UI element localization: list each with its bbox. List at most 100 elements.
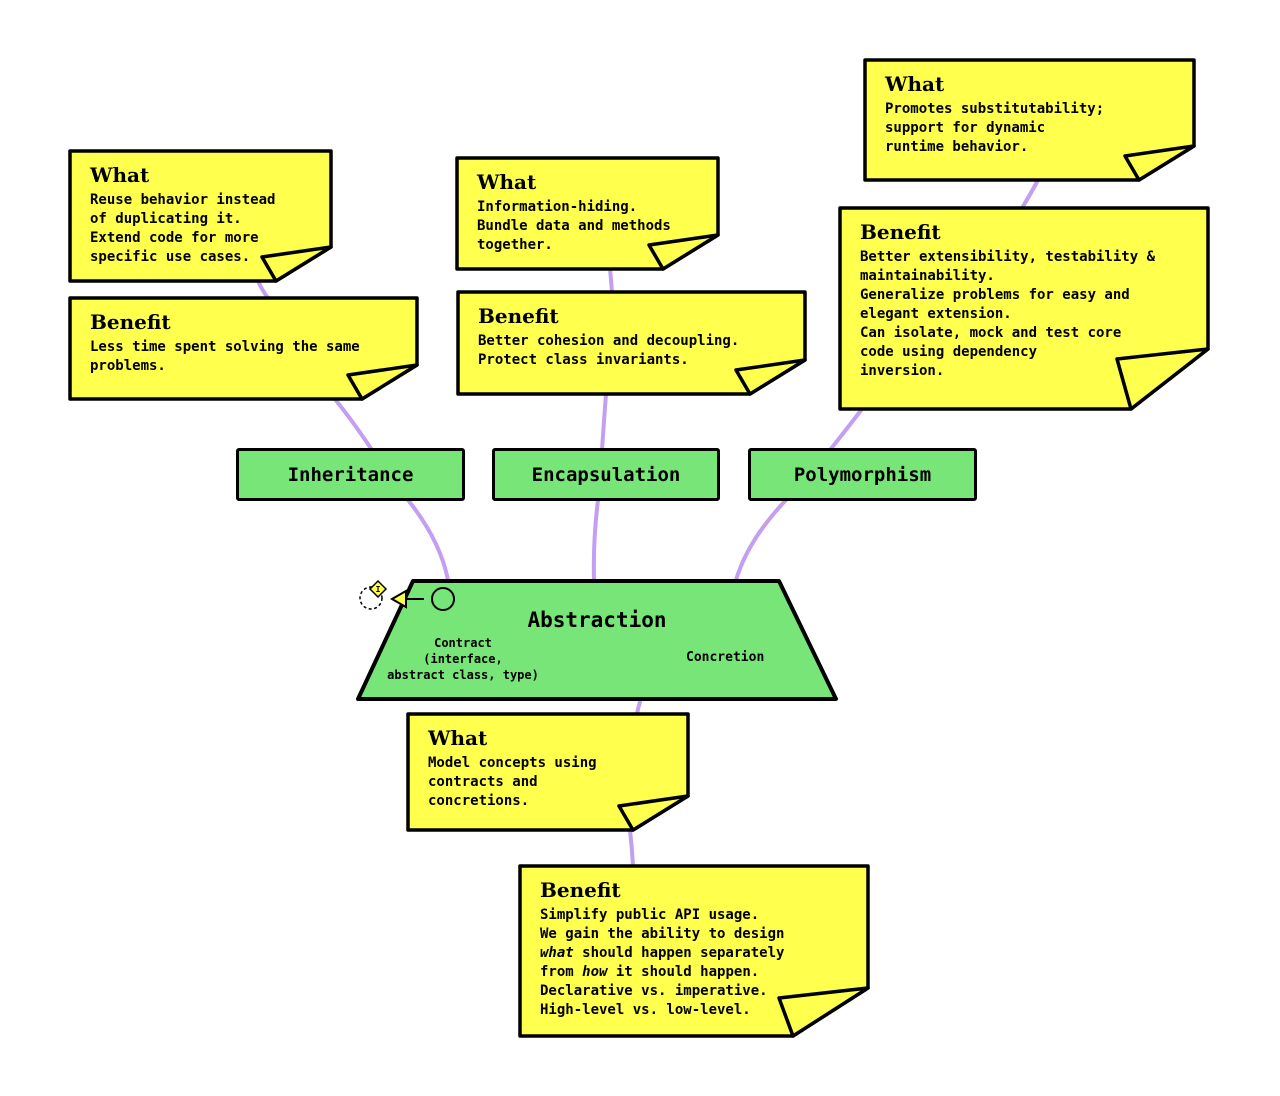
sticky-note-shape <box>68 296 419 401</box>
note-line: Generalize problems for easy and <box>860 287 1130 303</box>
emphasized-text: how <box>582 964 608 980</box>
note-line: code using dependency <box>860 344 1038 360</box>
sticky-note-fold <box>346 363 419 401</box>
text-segment: from <box>540 964 583 980</box>
emphasized-text: what <box>540 945 574 961</box>
text-segment: should happen separately <box>573 945 785 961</box>
sticky-note-fold <box>734 358 807 396</box>
sticky-note-shape <box>838 206 1210 411</box>
polymorphism-label: Polymorphism <box>793 463 932 486</box>
note-line: Better cohesion and decoupling. <box>478 333 740 349</box>
note-heading: What <box>477 170 537 194</box>
note-line: what should happen separately <box>540 944 851 963</box>
text-segment: Simplify public API usage. <box>540 907 760 923</box>
sticky-note-fold <box>647 233 720 271</box>
note-line: of duplicating it. <box>90 211 242 227</box>
sticky-note-shape <box>863 58 1196 182</box>
connector-encapsulation-abstraction <box>591 498 600 582</box>
note-heading: Benefit <box>540 878 621 902</box>
contract-label-line: (interface, <box>423 652 503 666</box>
connector-encapsulation-what <box>608 266 614 294</box>
connector-encapsulation-benefit <box>600 392 608 452</box>
abstraction-trapezoid <box>356 579 838 701</box>
contract-label-line: abstract class, type) <box>387 668 539 682</box>
solid-circle-icon <box>431 587 455 611</box>
abstraction-title: Abstraction <box>527 608 667 632</box>
note-line: Information-hiding. <box>477 199 638 215</box>
encapsulation-label: Encapsulation <box>531 463 681 486</box>
note-line: Can isolate, mock and test core <box>860 325 1122 341</box>
sticky-note-fold <box>260 245 333 283</box>
note-heading: What <box>885 72 945 96</box>
note-line: Better extensibility, testability & <box>860 249 1156 265</box>
abstraction-node: Abstraction Contract (interface, abstrac… <box>355 578 839 704</box>
note-heading: What <box>428 726 488 750</box>
sticky-note-shape <box>68 149 333 283</box>
note-line: concretions. <box>428 793 530 809</box>
connector-inheritance-abstraction <box>406 498 450 582</box>
connector-abstraction-benefit <box>628 828 635 868</box>
note-line: Protect class invariants. <box>478 352 689 368</box>
connector-polymorphism-benefit <box>828 407 864 452</box>
polymorphism-node: Polymorphism <box>748 448 977 501</box>
note-heading: Benefit <box>860 220 941 244</box>
text-segment: it should happen. <box>607 964 760 980</box>
note-line: We gain the ability to design <box>540 925 851 944</box>
text-segment: Declarative vs. imperative. <box>540 983 768 999</box>
note-line: maintainability. <box>860 268 995 284</box>
inheritance-label: Inheritance <box>287 463 414 486</box>
note-line: together. <box>477 237 553 253</box>
interface-diamond-icon: I <box>368 579 388 599</box>
note-line: inversion. <box>860 363 945 379</box>
note-line: specific use cases. <box>90 249 251 265</box>
note-line: elegant extension. <box>860 306 1012 322</box>
note-line: Extend code for more <box>90 230 259 246</box>
svg-text:I: I <box>376 585 381 594</box>
note-line: problems. <box>90 358 166 374</box>
text-segment: High-level vs. low-level. <box>540 1002 751 1018</box>
contract-label-line: Contract <box>434 636 492 650</box>
note-heading: What <box>90 163 150 187</box>
sticky-note-fold <box>1115 347 1210 411</box>
note-line: Declarative vs. imperative. <box>540 982 851 1001</box>
note-line: contracts and <box>428 774 538 790</box>
inheritance-node: Inheritance <box>236 448 465 501</box>
note-heading: Benefit <box>478 304 559 328</box>
sticky-note-fold <box>1123 144 1196 182</box>
sticky-note-shape <box>518 864 870 1038</box>
text-segment: We gain the ability to design <box>540 926 785 942</box>
sticky-note-shape <box>455 156 720 271</box>
note-line: Reuse behavior instead <box>90 192 276 208</box>
connector-polymorphism-abstraction <box>734 498 788 582</box>
note-line: from how it should happen. <box>540 963 851 982</box>
sticky-note-fold <box>777 986 870 1038</box>
note-line: support for dynamic <box>885 120 1046 136</box>
note-heading: Benefit <box>90 310 171 334</box>
encapsulation-node: Encapsulation <box>492 448 720 501</box>
note-line: Model concepts using <box>428 755 597 771</box>
arrow-left-icon <box>389 589 424 609</box>
note-line: High-level vs. low-level. <box>540 1001 851 1020</box>
sticky-note-fold <box>617 794 690 832</box>
note-line: runtime behavior. <box>885 139 1029 155</box>
sticky-note-shape <box>456 290 807 396</box>
note-line: Less time spent solving the same <box>90 339 360 355</box>
contract-label: Contract (interface, abstract class, typ… <box>373 635 553 683</box>
sticky-note-shape <box>406 712 690 832</box>
note-line: Simplify public API usage. <box>540 906 851 925</box>
